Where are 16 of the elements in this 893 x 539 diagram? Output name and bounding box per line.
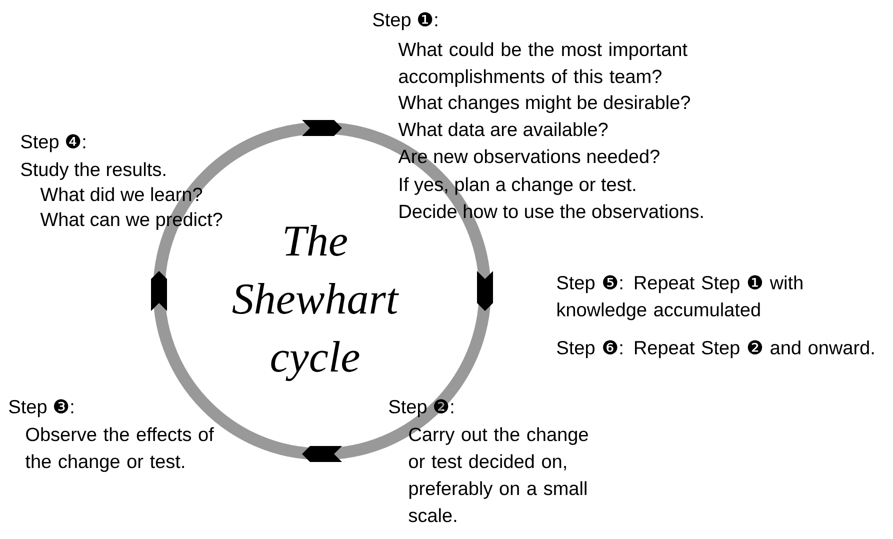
question-text: What data are available? bbox=[398, 122, 608, 136]
question-text: What could be the most important accomplishments of this team? bbox=[398, 42, 688, 87]
title: The Shewhart cycle bbox=[232, 225, 399, 381]
question-text: What changes might be desirable? bbox=[398, 95, 690, 113]
step-heading: Step ❹: bbox=[21, 134, 86, 152]
step-text: Study the results. bbox=[21, 162, 166, 180]
step-note: Step ❻: Repeat Step ❷ and onward. bbox=[557, 340, 874, 358]
step-text: Carry out the change or test decided on, preferably on a small scale. bbox=[408, 427, 588, 522]
step-text: Observe the effects of the change or test. bbox=[25, 427, 214, 472]
question-text: What can we predict? bbox=[40, 212, 222, 230]
step-note: Step ❺: Repeat Step ❶ with knowledge accumulated bbox=[557, 275, 802, 320]
question-text: Decide how to use the observations. bbox=[400, 204, 703, 218]
step-heading: Step ❸: bbox=[9, 399, 74, 418]
question-text: If yes, plan a change or test. bbox=[400, 177, 636, 195]
question-text: What did we learn? bbox=[40, 187, 202, 202]
step-heading: Step ❶: bbox=[373, 12, 438, 30]
